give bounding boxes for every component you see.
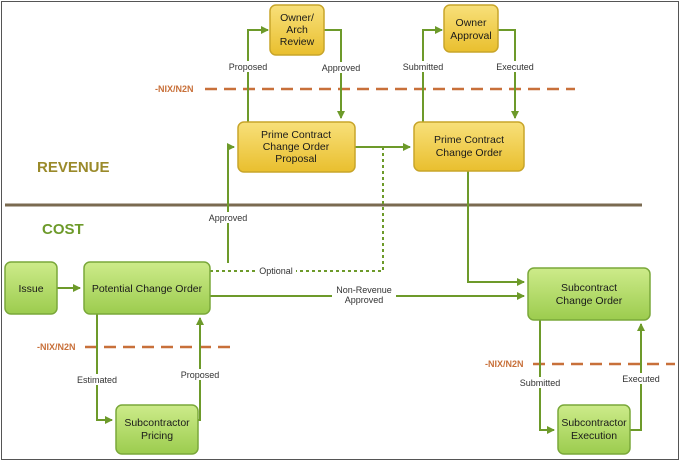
svg-text:Submitted: Submitted [520,378,561,388]
svg-text:Proposal: Proposal [275,153,316,165]
svg-text:Approved: Approved [209,213,248,223]
svg-text:Proposed: Proposed [229,62,268,72]
node-potential-change-order[interactable]: Potential Change Order [83,261,211,315]
node-subcontract-change-order[interactable]: Subcontract Change Order [527,267,651,321]
svg-text:Optional: Optional [259,266,293,276]
edge-review-to-proposal [324,29,345,119]
svg-text:Non-Revenue: Non-Revenue [336,285,392,295]
edge-approval-to-primeco [498,29,519,119]
svg-text:Pricing: Pricing [141,430,173,442]
svg-text:Execution: Execution [571,430,617,442]
node-subcontractor-execution[interactable]: Subcontractor Execution [557,404,631,455]
edge-pco-to-proposal [227,143,235,263]
svg-text:Owner/: Owner/ [280,12,314,24]
svg-text:Owner: Owner [456,17,487,29]
node-issue[interactable]: Issue [4,261,58,315]
edge-label-proposed-bottom: Proposed [177,369,223,380]
edge-execution-to-subco [630,323,645,431]
svg-text:Arch: Arch [286,24,308,36]
edge-primeco-to-approval [422,26,443,122]
node-owner-arch-review[interactable]: Owner/ Arch Review [269,4,325,56]
edge-label-executed-bottom: Executed [619,373,663,384]
nix-line-bottom-right: -NIX/N2N [485,359,675,369]
edge-label-non-revenue: Non-Revenue Approved [332,285,396,307]
svg-text:Proposed: Proposed [181,370,220,380]
svg-text:Submitted: Submitted [403,62,444,72]
svg-text:Subcontractor: Subcontractor [561,417,627,429]
edge-label-approved-mid: Approved [205,212,251,223]
node-prime-contract-co-proposal[interactable]: Prime Contract Change Order Proposal [237,121,356,173]
edge-subco-to-execution [539,320,555,434]
svg-text:Prime Contract: Prime Contract [261,129,331,141]
svg-text:Review: Review [280,36,315,48]
edge-label-executed-top: Executed [493,61,537,72]
svg-text:Potential Change Order: Potential Change Order [92,283,203,295]
node-prime-contract-co[interactable]: Prime Contract Change Order [413,121,525,172]
svg-text:Subcontract: Subcontract [561,282,617,294]
edge-label-estimated: Estimated [73,374,121,385]
nix-line-top: -NIX/N2N [155,84,575,94]
svg-text:Change Order: Change Order [556,295,623,307]
edge-label-submitted-bottom: Submitted [516,377,564,388]
edge-pco-to-pricing [96,314,113,424]
svg-text:Issue: Issue [18,283,43,295]
nix-line-bottom-left: -NIX/N2N [37,342,232,352]
svg-text:-NIX/N2N: -NIX/N2N [37,342,76,352]
edge-label-proposed-top: Proposed [226,61,270,72]
node-owner-approval[interactable]: Owner Approval [443,4,499,53]
edge-label-submitted-top: Submitted [398,61,446,72]
svg-text:Executed: Executed [496,62,534,72]
cost-section-title: COST [42,221,84,238]
svg-text:Estimated: Estimated [77,375,117,385]
svg-text:Approval: Approval [450,30,491,42]
svg-text:-NIX/N2N: -NIX/N2N [485,359,524,369]
revenue-section-title: REVENUE [37,159,110,176]
svg-text:Approved: Approved [322,63,361,73]
svg-text:Change Order: Change Order [263,141,330,153]
svg-text:Executed: Executed [622,374,660,384]
edge-label-optional: Optional [256,265,296,276]
svg-text:Subcontractor: Subcontractor [124,417,190,429]
edge-primeco-to-subco [467,171,525,286]
node-subcontractor-pricing[interactable]: Subcontractor Pricing [115,404,199,455]
svg-text:Approved: Approved [345,295,384,305]
svg-text:Change Order: Change Order [436,147,503,159]
edge-proposal-to-review [247,26,269,122]
edge-label-approved-top: Approved [318,62,362,73]
svg-text:-NIX/N2N: -NIX/N2N [155,84,194,94]
svg-text:Prime Contract: Prime Contract [434,134,504,146]
